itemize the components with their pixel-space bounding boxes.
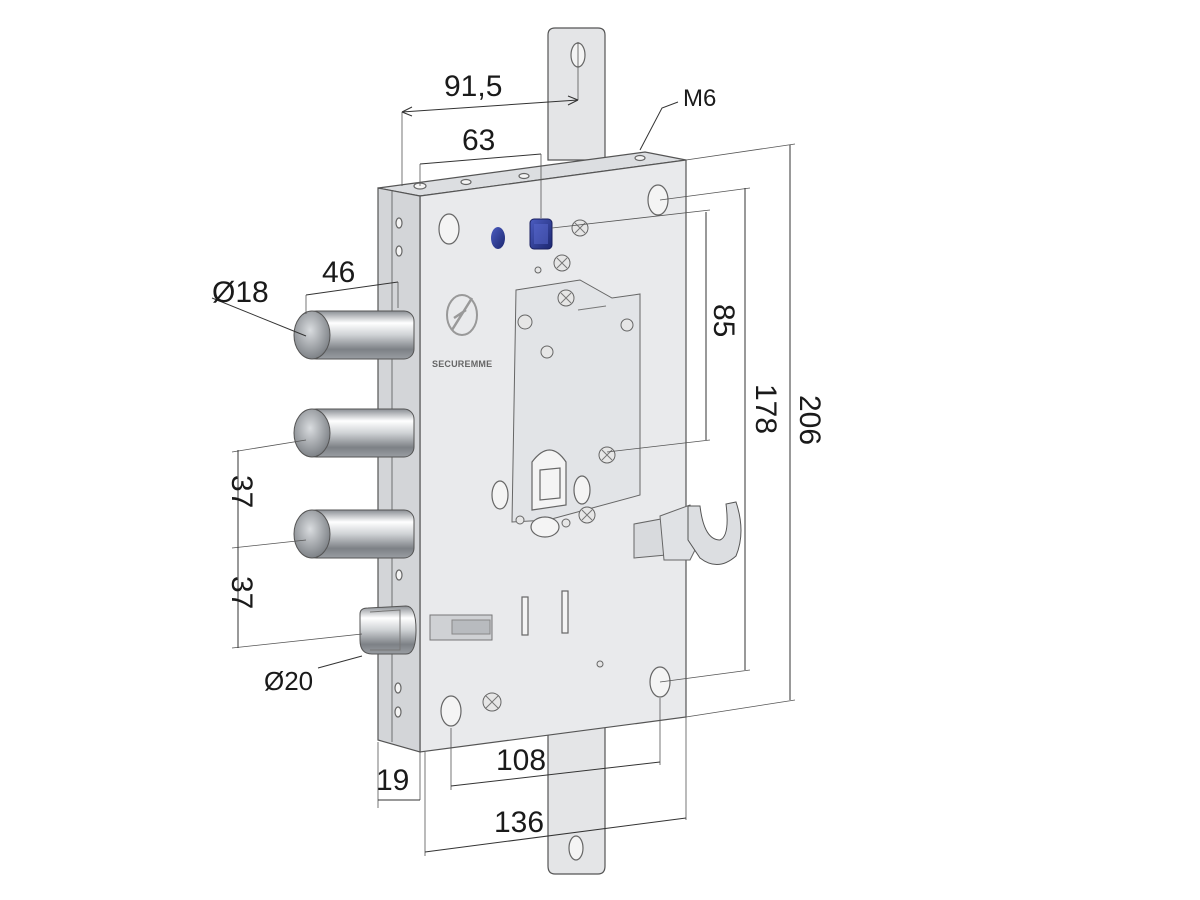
dim-bolt-spacing-2: 37 [225,548,363,649]
latch-bolt [359,605,417,655]
svg-text:136: 136 [494,806,544,839]
svg-text:37: 37 [225,475,258,508]
deadbolt-2 [293,408,415,458]
dim-bolt-diameter: Ø18 [211,276,307,337]
latch-cam [633,501,742,565]
svg-text:206: 206 [793,395,826,445]
svg-text:37: 37 [225,576,258,609]
faceplate-holes [394,217,403,718]
dim-faceplate-depth: 19 [376,742,421,808]
svg-text:M6: M6 [683,85,716,112]
dim-backset-inner: 63 [419,124,542,218]
svg-text:SECUREMME: SECUREMME [432,359,492,369]
svg-text:85: 85 [707,304,740,337]
dim-thread-label: M6 [639,85,716,151]
deadbolt-1 [293,310,415,360]
svg-text:108: 108 [496,744,546,777]
dim-fixing-height: 178 [659,187,782,683]
dim-case-height: 206 [685,143,826,718]
plate-slots [429,590,569,641]
svg-text:178: 178 [749,384,782,434]
svg-text:Ø18: Ø18 [212,276,269,309]
securemme-logo: SECUREMME [432,294,492,369]
bottom-rod-strip [547,719,606,875]
dim-backset-outer: 91,5 [401,42,579,186]
dim-bolt-spacing-1: 37 [225,439,307,549]
dim-fixing-width: 108 [450,698,661,790]
gearbox-plate [491,279,641,538]
dim-latch-diameter: Ø20 [264,655,363,696]
plate-screws [482,254,604,712]
deadbolt-3 [293,509,415,559]
dim-case-width: 136 [424,717,687,856]
faceplate [377,187,421,753]
svg-text:63: 63 [462,124,495,157]
svg-text:46: 46 [322,256,355,289]
top-rod-strip [547,27,606,161]
svg-text:19: 19 [376,764,409,797]
dim-bolt-throw: 46 [305,256,399,314]
dim-cylinder-key: 85 [551,209,740,453]
svg-text:Ø20: Ø20 [264,666,313,696]
svg-text:91,5: 91,5 [444,70,502,103]
